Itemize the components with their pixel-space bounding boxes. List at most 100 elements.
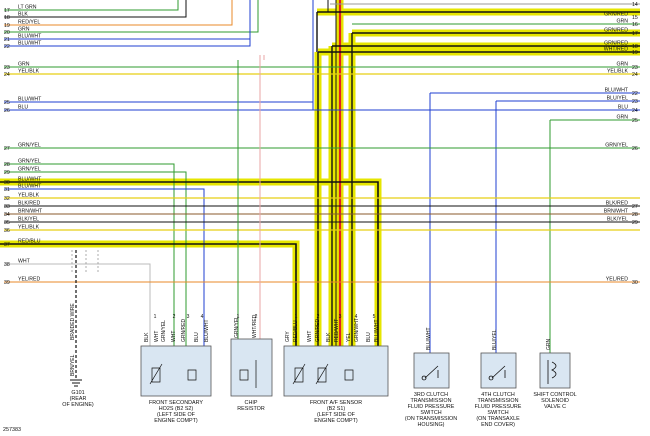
- left-wire-number: 35: [4, 220, 10, 226]
- right-wire-label: YEL/RED: [606, 277, 628, 283]
- front-af-sensor-pin-label: BLK: [326, 332, 332, 342]
- front-secondary-ho2s-pin-number: 4: [201, 314, 204, 320]
- left-wire-label: BLU/WHT: [18, 177, 42, 183]
- right-wire-label: WHT/RED: [604, 47, 628, 53]
- right-wire-number: 23: [632, 65, 638, 71]
- right-wire-number: 16: [632, 22, 638, 28]
- left-wire-label: GRN: [18, 62, 30, 68]
- ground-caption: OF ENGINE): [62, 402, 94, 408]
- right-wire-number: 15: [632, 15, 638, 21]
- right-wire-label: BRN/WHT: [604, 209, 629, 215]
- front-af-sensor-pin-number: 3: [339, 314, 342, 320]
- chip-resistor-pin-label: WHT/RED: [252, 314, 258, 338]
- right-wire-label: GRN/RED: [604, 41, 628, 47]
- left-wire-number: 38: [4, 262, 10, 268]
- right-wire-number: 27: [632, 204, 638, 210]
- front-secondary-ho2s-caption: HO2S (B2 S2): [159, 406, 194, 412]
- front-af-sensor-pin-number: 5: [373, 314, 376, 320]
- left-wire-number: 37: [4, 242, 10, 248]
- fourth-clutch-switch-caption: (ON TRANSAXLE: [476, 416, 520, 422]
- right-wire-label: GRN: [616, 19, 628, 25]
- left-wire-label: GRN/YEL: [18, 159, 41, 165]
- left-wire-label: BLK: [18, 12, 28, 18]
- shift-control-solenoid-caption: SOLENOID: [541, 398, 569, 404]
- front-af-sensor-pin-label: BLU/WHT: [374, 320, 380, 343]
- right-wire-number: 19: [632, 50, 638, 56]
- front-af-sensor-caption: ENGINE COMPT): [314, 418, 358, 424]
- right-wire-number: 25: [632, 118, 638, 124]
- front-af-sensor-pin-label: YEL: [346, 332, 352, 342]
- left-wire-number: 29: [4, 170, 10, 176]
- left-wire-label: LT GRN: [18, 5, 37, 11]
- right-wire-number: 28: [632, 212, 638, 218]
- front-secondary-ho2s-pin-label: BLU: [194, 332, 200, 342]
- third-clutch-switch-pin-label: BLU/WHT: [426, 328, 432, 351]
- left-wire-number: 32: [4, 196, 10, 202]
- highlight-halos: [0, 0, 640, 360]
- left-wire-number: 26: [4, 108, 10, 114]
- left-wire-number: 27: [4, 146, 10, 152]
- front-af-sensor-pin-label: GRN/WHT: [354, 318, 360, 342]
- right-wire-number: 17: [632, 31, 638, 37]
- front-secondary-ho2s-pin-number: 3: [187, 314, 190, 320]
- right-wire-label: GRN/RED: [604, 12, 628, 18]
- left-wire-label: YEL/BLK: [18, 225, 40, 231]
- front-secondary-ho2s-caption: FRONT SECONDARY: [149, 400, 203, 406]
- shift-control-solenoid-pin-label: GRN: [546, 339, 552, 351]
- left-wire-label: RED/BLU: [18, 239, 41, 245]
- left-wire-label: BLK/YEL: [18, 217, 39, 223]
- left-wire-label: BLU/WHT: [18, 97, 42, 103]
- right-wire-label: YEL/BLK: [607, 69, 629, 75]
- left-wire-number: 34: [4, 212, 10, 218]
- left-wire-number: 19: [4, 23, 10, 29]
- front-af-sensor-caption: (LEFT SIDE OF: [317, 412, 356, 418]
- left-wire-label: BLU/WHT: [18, 184, 42, 190]
- left-wire-label: BLK/RED: [18, 201, 40, 207]
- chip-resistor-pin-number: 2: [255, 314, 258, 320]
- fourth-clutch-switch-caption: SWITCH: [487, 410, 508, 416]
- front-secondary-ho2s-pin-label: BLU/WHT: [204, 320, 210, 343]
- left-wire-label: BRN/WHT: [18, 209, 43, 215]
- left-wire-number: 39: [4, 280, 10, 286]
- fourth-clutch-switch-caption: FLUID PRESSURE: [475, 404, 522, 410]
- chip-resistor-pin-label: GRN/YEL: [234, 316, 240, 338]
- right-wire-label: GRN: [616, 62, 628, 68]
- left-wire-label: BLU: [18, 105, 28, 111]
- front-secondary-ho2s-caption: (LEFT SIDE OF: [157, 412, 196, 418]
- left-wire-label: GRN/YEL: [18, 143, 41, 149]
- left-wire-number: 17: [4, 8, 10, 14]
- front-af-sensor-pin-number: 2: [317, 314, 320, 320]
- third-clutch-switch-caption: SWITCH: [420, 410, 441, 416]
- front-af-sensor-pin-number: 4: [355, 314, 358, 320]
- right-wire-label: GRN/YEL: [605, 143, 628, 149]
- right-wire-number: 23: [632, 99, 638, 105]
- third-clutch-switch-caption: TRANSMISSION: [410, 398, 451, 404]
- front-secondary-ho2s-pin-label: GRN/YEL: [161, 320, 167, 342]
- right-wire-label: BLU/YEL: [607, 96, 628, 102]
- front-secondary-ho2s-pin-number: 2: [173, 314, 176, 320]
- left-wire-label: BLU/WHT: [18, 34, 42, 40]
- ground-caption: G101: [71, 390, 84, 396]
- left-wire-number: 24: [4, 72, 10, 78]
- left-wire-number: 20: [4, 30, 10, 36]
- fourth-clutch-switch-caption: END COVER): [481, 422, 515, 428]
- left-wire-label: YEL/RED: [18, 277, 40, 283]
- front-af-sensor-caption: FRONT A/F SENSOR: [310, 400, 362, 406]
- front-af-sensor-pin-label: GRY: [285, 331, 291, 342]
- left-wire-number: 25: [4, 100, 10, 106]
- front-secondary-ho2s-caption: ENGINE COMPT): [154, 418, 198, 424]
- front-secondary-ho2s-pin-label: WHT: [154, 331, 160, 342]
- ground-wire-label: BRN/YEL: [70, 354, 76, 376]
- shift-control-solenoid-caption: SHIFT CONTROL: [533, 392, 576, 398]
- left-wire-number: 36: [4, 228, 10, 234]
- third-clutch-switch-caption: 3RD CLUTCH: [414, 392, 448, 398]
- right-wire-number: 24: [632, 108, 638, 114]
- left-wire-label: GRN/YEL: [18, 167, 41, 173]
- left-wire-label: GRN: [18, 27, 30, 33]
- right-wire-number: 26: [632, 146, 638, 152]
- front-af-sensor-pin-label: BLU: [366, 332, 372, 342]
- third-clutch-switch-caption: (ON TRANSMISSION: [405, 416, 457, 422]
